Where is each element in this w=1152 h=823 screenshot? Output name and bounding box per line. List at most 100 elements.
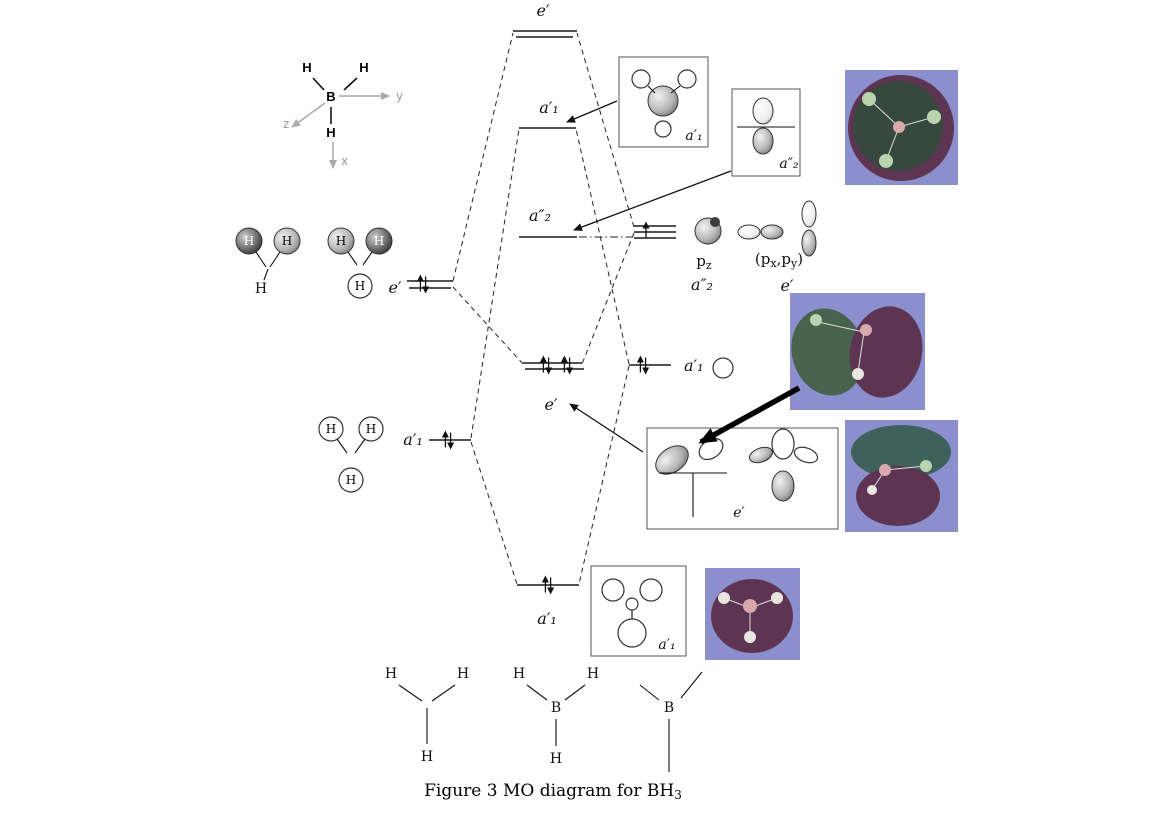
- h-sphere: [235, 227, 263, 255]
- p-lobe: [760, 224, 784, 240]
- sketch-box: [646, 427, 839, 530]
- level-label-e-bonding: e′: [544, 395, 557, 414]
- h-label: H: [326, 422, 336, 436]
- pz-label: pz: [696, 252, 712, 272]
- h-label: H: [457, 666, 469, 682]
- molecule-bh3-2: B: [639, 671, 703, 772]
- central-levels: e′ a′₁ a″₂ e′ a′₁: [513, 1, 584, 628]
- thick-annotation-arrow: [698, 385, 801, 445]
- pxpy-label: (px,py): [755, 250, 803, 270]
- level-label-a1-fragment: a′₁: [403, 430, 423, 449]
- bond: [362, 251, 373, 266]
- p-lobe: [737, 224, 761, 240]
- annotation-arrow-e-bonding: [569, 403, 644, 453]
- x-axis-label: x: [341, 154, 348, 168]
- correlation-line: [470, 128, 520, 439]
- bond: [564, 684, 586, 701]
- h-atom: [879, 154, 893, 168]
- sketch-box: [590, 565, 687, 657]
- level-label-a2-nonbonding: a″₂: [529, 206, 551, 225]
- b-label: B: [664, 700, 674, 716]
- annotation-arrow-a1-antibonding: [566, 100, 618, 123]
- axis-atom-h: H: [359, 60, 368, 75]
- h-label: H: [282, 234, 292, 248]
- bond: [817, 321, 865, 333]
- bond: [857, 331, 865, 373]
- pxpy-symmetry-label: e′: [780, 276, 793, 295]
- bond: [263, 268, 269, 281]
- pz-lobe-dark: [710, 217, 720, 227]
- orbital-lobe-positive: [791, 308, 865, 396]
- sketch-box: [618, 56, 709, 148]
- level-label-a1-bonding: a′₁: [537, 609, 557, 628]
- correlation-lines: [452, 32, 635, 585]
- bond: [680, 671, 703, 699]
- correlation-line: [452, 286, 524, 365]
- box-e-bonding: e′: [646, 427, 839, 530]
- h-atom: [771, 592, 783, 604]
- h-label: H: [255, 281, 267, 297]
- h-atom: [862, 92, 876, 106]
- h-atom: [920, 460, 932, 472]
- correlation-line: [576, 32, 635, 228]
- level-label-e-top: e′: [536, 1, 549, 20]
- correlation-line: [575, 128, 630, 365]
- b-atom: [743, 599, 757, 613]
- h-label: H: [366, 422, 376, 436]
- h3-eprime-sketch-2: H H H: [327, 227, 393, 299]
- bond: [647, 85, 656, 94]
- central-lobe: [625, 597, 639, 611]
- z-axis-arrow: [291, 102, 326, 128]
- annotation-arrow-a2: [573, 170, 732, 231]
- h-atom: [718, 592, 730, 604]
- pz-orbital-sketch: [694, 217, 722, 245]
- bond: [343, 77, 358, 91]
- bond: [347, 251, 358, 266]
- h-lobe: [601, 578, 625, 602]
- molecule-bh3-1: H H B H: [513, 666, 599, 767]
- bond: [639, 684, 660, 701]
- h-label: H: [550, 751, 562, 767]
- correlation-line: [581, 232, 635, 365]
- level-label-a1-antibonding: a′₁: [539, 98, 559, 117]
- box-a1-antibonding: a′₁: [618, 56, 709, 148]
- orbital-lobe-negative: [856, 466, 940, 526]
- h-label: H: [513, 666, 525, 682]
- pz-lobe-up: [752, 97, 774, 125]
- h-atom: [810, 314, 822, 326]
- e-lobe-dark: [771, 470, 795, 502]
- h-label: H: [355, 279, 365, 293]
- h-lobe: [654, 120, 672, 138]
- h-atom: [852, 368, 864, 380]
- box-a1-bonding: a′₁: [590, 565, 687, 657]
- electron-pair: [420, 277, 425, 292]
- coordinate-system: H H B H y z x: [283, 60, 403, 169]
- electron-pair: [543, 358, 548, 373]
- h-label: H: [336, 234, 346, 248]
- h-lobe: [617, 618, 647, 648]
- s-orbital-sketch: [712, 357, 734, 379]
- b-atom: [860, 324, 872, 336]
- correlation-line: [470, 441, 518, 585]
- bond: [431, 684, 456, 702]
- h-circle: [318, 416, 344, 442]
- p-lobe: [801, 200, 817, 228]
- level-label-2s-a1: a′₁: [684, 356, 704, 375]
- pz-lobe-down: [752, 127, 774, 155]
- h-circle: [347, 273, 373, 299]
- b-atom: [879, 464, 891, 476]
- h-atom: [744, 631, 756, 643]
- bond: [312, 77, 325, 91]
- h-label: H: [587, 666, 599, 682]
- pxpy-orbital-sketch: [737, 200, 817, 257]
- h-circle: [338, 467, 364, 493]
- bond: [336, 438, 348, 454]
- bond: [884, 465, 927, 471]
- h-atom: [927, 110, 941, 124]
- electron-pair: [564, 358, 569, 373]
- h-sphere: [365, 227, 393, 255]
- bond: [269, 251, 281, 268]
- h-lobe: [639, 578, 663, 602]
- axis-atom-h: H: [326, 125, 335, 140]
